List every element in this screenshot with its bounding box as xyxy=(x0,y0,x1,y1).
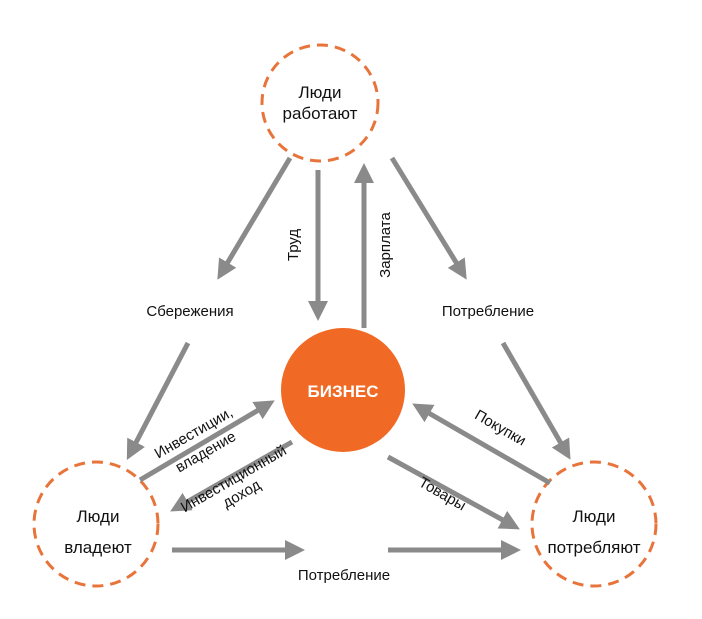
arrow-consumption-to-consume xyxy=(500,341,571,460)
node-business: БИЗНЕС xyxy=(281,328,405,452)
node-label: Люди xyxy=(573,507,616,526)
node-people-work: Люди работают xyxy=(260,43,380,163)
label-consumption-bottom: Потребление xyxy=(298,567,390,584)
label-salary: Зарплата xyxy=(377,212,394,278)
label-labor: Труд xyxy=(285,229,302,261)
node-label: владеют xyxy=(64,538,132,557)
label-savings: Сбережения xyxy=(146,303,233,320)
label-consumption-right: Потребление xyxy=(442,303,534,320)
arrow-investment-income xyxy=(170,439,294,512)
node-label: БИЗНЕС xyxy=(308,382,379,401)
node-label: потребляют xyxy=(547,538,640,557)
arrow-goods xyxy=(386,454,520,530)
node-label: Люди xyxy=(77,507,120,526)
arrow-purchases xyxy=(412,403,552,486)
arrow-work-to-consumption xyxy=(389,156,467,280)
label-goods: Товары xyxy=(416,474,469,515)
node-people-own: Люди владеют xyxy=(32,460,160,588)
arrow-work-to-savings xyxy=(217,156,293,280)
node-label: работают xyxy=(283,104,358,123)
arrow-investment xyxy=(138,400,275,483)
node-label: Люди xyxy=(299,83,342,102)
arrow-savings-to-own xyxy=(126,341,191,460)
node-people-consume: Люди потребляют xyxy=(530,460,658,588)
